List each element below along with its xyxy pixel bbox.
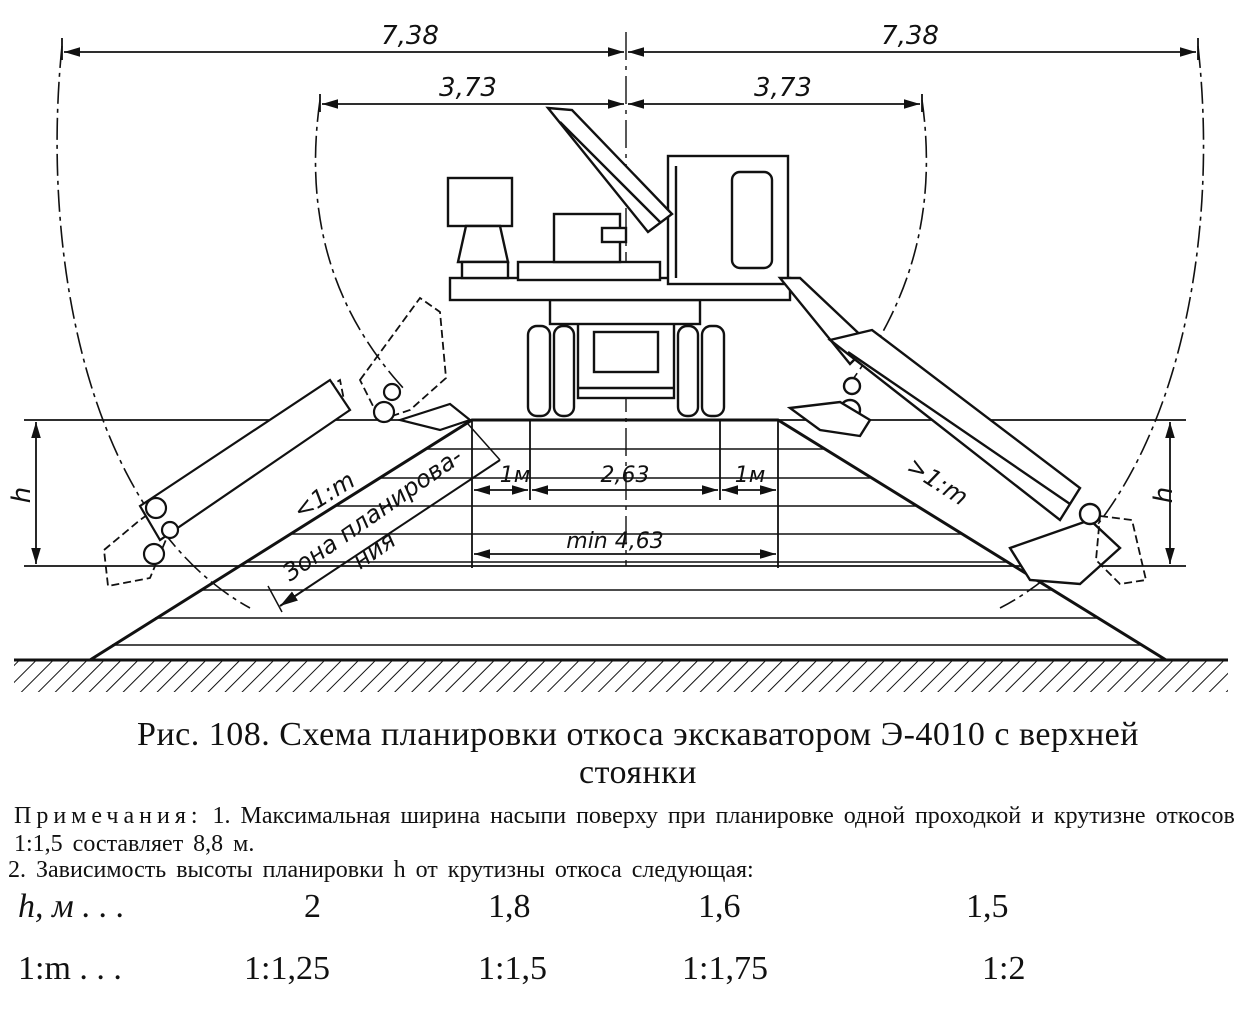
excavator — [446, 106, 1122, 586]
h-value: 2 — [304, 888, 321, 925]
dim-height-left: h — [7, 487, 37, 503]
m-value: 1:1,25 — [244, 950, 330, 987]
h-value: 1,6 — [698, 888, 741, 925]
dim-margin-left: 1м — [500, 463, 531, 488]
note-1: Примечания: 1. Максимальная ширина насып… — [14, 802, 1244, 858]
bucket-right — [1008, 518, 1122, 586]
arm-left — [138, 378, 473, 566]
embankment-excavator-diagram: 7,38 7,38 3,73 3,73 2,63 1м 1м min 4,63 … — [7, 21, 1228, 692]
dim-margin-right: 1м — [735, 463, 766, 488]
dim-min-width: min 4,63 — [566, 529, 663, 554]
undercarriage — [548, 298, 702, 326]
wheel-left-outer — [526, 324, 552, 418]
caption-line2: стоянки — [579, 754, 697, 791]
m-value: 1:2 — [982, 950, 1026, 987]
dim-center-width: 2,63 — [601, 463, 650, 488]
dim-height-right: h — [1149, 487, 1179, 503]
dim-right-outer: 7,38 — [881, 21, 939, 51]
ground — [14, 658, 1228, 692]
h-value: 1,5 — [966, 888, 1009, 925]
counterweight-upper — [446, 176, 514, 228]
cab-window — [730, 170, 774, 270]
note-2: 2. Зависимость высоты планировки h от кр… — [8, 856, 1238, 884]
dimension-lines — [31, 38, 1199, 568]
dim-right-inner: 3,73 — [754, 73, 812, 103]
m-value: 1:1,5 — [478, 950, 547, 987]
caption-line1: Рис. 108. Схема планировки откоса экскав… — [137, 716, 1139, 753]
dim-left-inner: 3,73 — [439, 73, 497, 103]
wheel-right-inner — [676, 324, 700, 418]
m-label: 1:m . . . — [18, 950, 122, 987]
wheel-right-outer — [700, 324, 726, 418]
boom-upper — [545, 106, 674, 234]
notes-label: Примечания: — [14, 803, 203, 829]
figure-caption: Рис. 108. Схема планировки откоса экскав… — [48, 716, 1228, 792]
h-value: 1,8 — [488, 888, 531, 925]
m-value: 1:1,75 — [682, 950, 768, 987]
note-2-text: 2. Зависимость высоты планировки h от кр… — [8, 857, 754, 883]
h-label: h, м . . . — [18, 888, 125, 925]
wheel-left-inner — [552, 324, 576, 418]
dim-left-outer: 7,38 — [381, 21, 439, 51]
note-1-text: 1. Максимальная ширина насыпи поверху пр… — [14, 803, 1235, 857]
